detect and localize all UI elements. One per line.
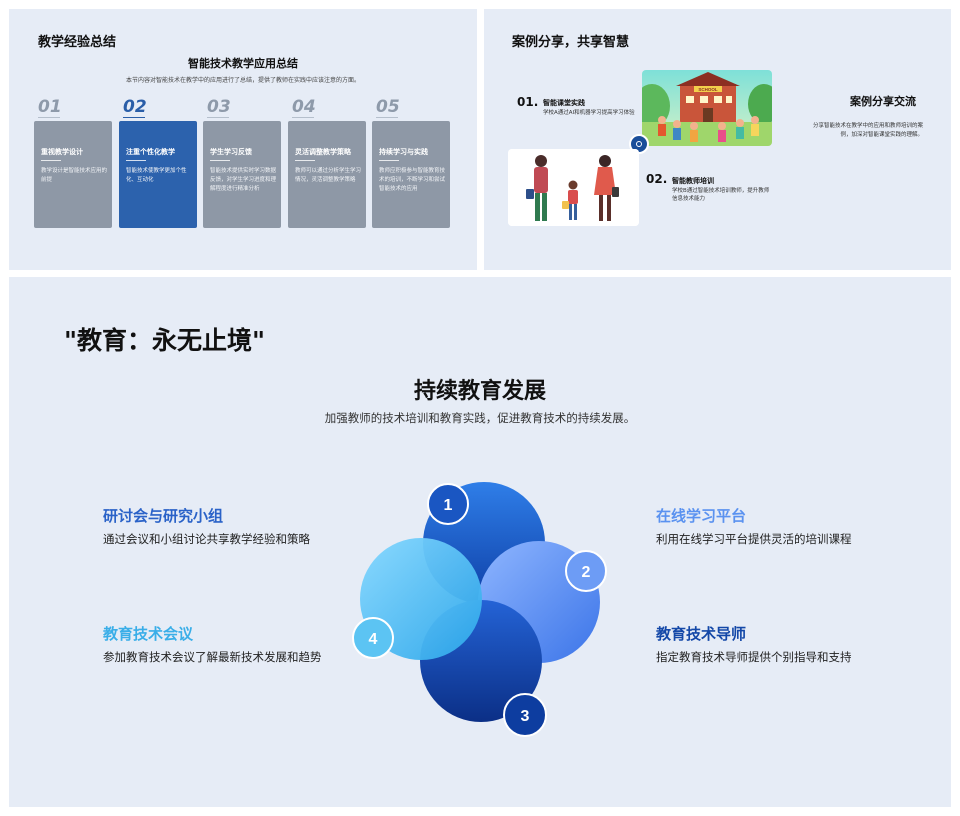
school-image: SCHOOL: [642, 70, 772, 146]
card-divider: [379, 160, 399, 161]
card-divider: [41, 160, 61, 161]
badge-2[interactable]: 2: [565, 550, 607, 592]
badge-3[interactable]: 3: [503, 693, 547, 737]
item-description: 学校A通过AI和机器学习提高学习体验: [543, 110, 635, 116]
slide-teaching-summary[interactable]: 教学经验总结 智能技术教学应用总结 本节内容对智能技术在教学中的应用进行了总结，…: [9, 9, 477, 270]
item-title: 智能课堂实践: [543, 99, 585, 107]
card-number: 05: [376, 97, 400, 117]
card-divider: [210, 160, 230, 161]
item-description: 学校B通过智能技术培训教师，提升教师信息技术能力: [672, 188, 770, 202]
summary-card[interactable]: 重视教学设计 教学设计是智能技术应用的前提: [34, 121, 112, 228]
summary-card[interactable]: 注重个性化教学 智能技术使教学更加个性化、互动化: [119, 121, 197, 228]
case-exchange-title: 案例分享交流: [850, 95, 916, 108]
card-title: 持续学习与实践: [379, 148, 428, 156]
card-divider: [126, 160, 146, 161]
item-description-seminar: 通过会议和小组讨论共享教学经验和策略: [103, 532, 310, 546]
item-title-seminar: 研讨会与研究小组: [103, 507, 224, 525]
family-image: [508, 149, 639, 226]
summary-card[interactable]: 学生学习反馈 智能技术提供实时学习数据反馈，对学生学习进度和理解程度进行精准分析: [203, 121, 281, 228]
item-title-edtech-conference: 教育技术会议: [103, 625, 194, 643]
summary-card[interactable]: 灵活调整教学策略 教师可以通过分析学生学习情况，灵活调整教学策略: [288, 121, 366, 228]
slide-title: 教学经验总结: [38, 35, 117, 50]
slide-title: 案例分享，共享智慧: [512, 35, 630, 50]
divider: [207, 117, 229, 118]
slide-description: 本节内容对智能技术在教学中的应用进行了总结，提供了教师在实践中应该注意的方面。: [125, 77, 360, 84]
item-description-edtech-conference: 参加教育技术会议了解最新技术发展和趋势: [103, 650, 322, 664]
badge-number: 3: [521, 708, 530, 725]
divider: [38, 117, 60, 118]
item-title-edtech-mentor: 教育技术导师: [656, 625, 747, 643]
card-number: 04: [292, 97, 316, 117]
case-exchange-description: 分享智能技术在教学中的应用和教师培训的案例，加深对智能课堂实践的理解。: [812, 123, 923, 138]
slide-case-sharing[interactable]: 案例分享，共享智慧 01. 智能课堂实践 学校A通过AI和机器学习提高学习体验 …: [484, 9, 951, 270]
card-number: 01: [38, 97, 62, 117]
card-description: 智能技术使教学更加个性化、互动化: [126, 168, 187, 183]
divider: [292, 117, 314, 118]
slide-continuing-education[interactable]: "教育：永无止境" 持续教育发展 加强教师的技术培训和教育实践，促进教育技术的持…: [9, 277, 951, 807]
divider: [376, 117, 398, 118]
card-number: 02: [123, 97, 147, 117]
card-description: 教学设计是智能技术应用的前提: [41, 168, 108, 183]
card-description: 教师可以通过分析学生学习情况，灵活调整教学策略: [295, 168, 362, 183]
badge-number: 4: [369, 631, 378, 648]
item-number: 01.: [517, 95, 539, 109]
slide-quote: "教育：永无止境": [64, 326, 266, 355]
four-circle-diagram: 1 2 3 4: [352, 482, 607, 737]
school-sign: SCHOOL: [698, 87, 718, 92]
slide-subtitle: 智能技术教学应用总结: [188, 57, 298, 70]
card-title: 学生学习反馈: [210, 148, 252, 156]
card-number: 03: [207, 97, 231, 117]
item-description-online-platform: 利用在线学习平台提供灵活的培训课程: [656, 532, 852, 546]
slide-title: 持续教育发展: [413, 379, 546, 404]
card-description: 智能技术提供实时学习数据反馈，对学生学习进度和理解程度进行精准分析: [210, 168, 277, 192]
card-divider: [295, 160, 315, 161]
school-illustration: SCHOOL: [642, 70, 772, 146]
item-number: 02.: [646, 172, 668, 186]
badge-number: 1: [444, 497, 453, 514]
item-title: 智能教师培训: [672, 177, 714, 185]
summary-card[interactable]: 持续学习与实践 教师应积极参与智能教育技术的培训，不断学习和尝试智能技术的应用: [372, 121, 450, 228]
badge-1[interactable]: 1: [427, 483, 469, 525]
card-title: 注重个性化教学: [126, 148, 175, 156]
divider: [123, 117, 145, 118]
item-description-edtech-mentor: 指定教育技术导师提供个别指导和支持: [656, 650, 852, 664]
slide-subtitle: 加强教师的技术培训和教育实践，促进教育技术的持续发展。: [324, 411, 636, 425]
badge-4[interactable]: 4: [352, 617, 394, 659]
family-illustration: [508, 149, 639, 226]
item-title-online-platform: 在线学习平台: [656, 507, 747, 525]
badge-number: 2: [582, 564, 591, 581]
card-description: 教师应积极参与智能教育技术的培训，不断学习和尝试智能技术的应用: [379, 168, 446, 192]
card-title: 重视教学设计: [41, 148, 83, 156]
card-title: 灵活调整教学策略: [295, 148, 351, 156]
